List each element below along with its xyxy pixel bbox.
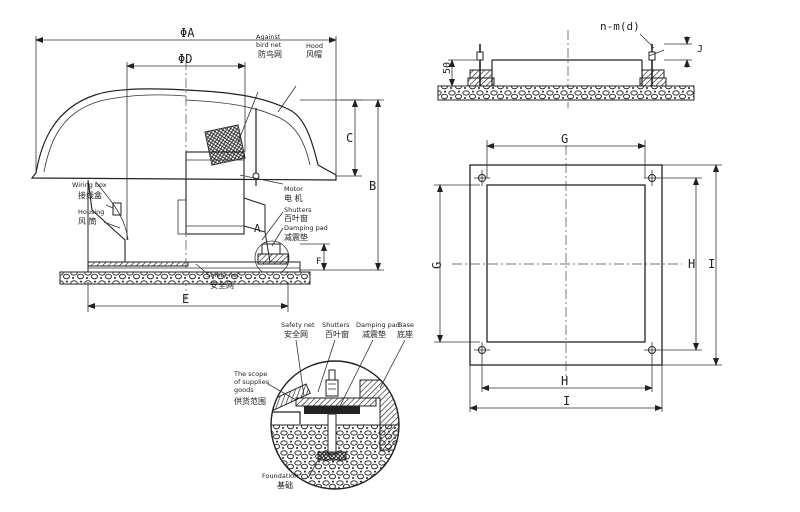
leader-detail-safety [295,339,305,397]
foundation-strip [59,271,311,285]
detail-label-safety-en: Safety net [281,321,315,329]
detail-label-base-cn: 底座 [397,329,413,339]
label-hood-en: Hood [306,42,323,50]
housing-outline [87,179,186,263]
base-plan-view: G G H I H I [430,132,722,412]
label-damping-cn: 减震垫 [284,232,308,242]
dim-nmd: n-m(d) [600,20,640,33]
label-safety-net-cn: 安全网 [210,280,234,290]
dim-phiA: ΦA [180,26,195,40]
bird-net-mesh [204,124,246,166]
detail-label-base-en: Base [398,321,414,329]
detail-anchor-plate [317,451,347,461]
detail-a-circle [270,360,400,490]
label-housing-cn: 风 筒 [78,216,97,226]
label-housing-en: Housing [78,208,104,216]
dim-F: F [316,257,321,267]
leader-detail-scope [267,383,297,401]
left-flange [469,69,493,79]
fan-elevation-view: ΦA ΦD C B F E A [30,26,384,312]
leader-bird-net [237,91,259,143]
label-safety-net-en: Safety net [206,271,240,279]
hood-inner-line [43,94,187,173]
dim-H-bottom: H [561,374,568,388]
leader-shutters [261,211,284,241]
dim-G-side: G [430,262,444,269]
base-flange [257,253,289,265]
detail-a-view: Safety net 安全网 Shutters 百叶窗 Damping pad … [233,321,414,490]
dim-E: E [182,292,189,306]
label-shutters-en: Shutters [284,206,312,214]
detail-label-scope-en-3: goods [234,386,254,394]
detail-anchor-bolt [327,413,337,455]
dim-I-side: I [708,257,715,271]
section-foundation [437,85,695,101]
detail-nut [325,379,339,397]
motor-body [185,151,245,235]
hood-inner-curve [185,99,311,166]
label-hood-cn: 风帽 [306,49,322,59]
leader-motor [239,174,284,185]
label-motor-en: Motor [284,185,303,193]
dim-50: 50 [442,62,453,74]
leader-wiring [105,204,114,209]
detail-label-scope-cn: 供货范围 [234,396,266,406]
detail-label-damping-cn: 减震垫 [362,329,386,339]
wiring-box [112,202,122,216]
right-flange [641,69,665,79]
dim-H-side: H [688,257,695,271]
rod-bolt [252,172,260,180]
leader-damping [271,227,284,247]
leader-nmd [639,33,655,49]
detail-base-plate [295,397,377,407]
leader-detail-base [379,339,406,389]
dim-J: J [697,44,703,55]
leader-detail-foundation [307,459,319,479]
detail-label-shutters-en: Shutters [322,321,350,329]
label-shutters-cn: 百叶窗 [284,213,308,223]
leader-hood [277,85,297,113]
label-wiring-cn: 接线盒 [78,190,102,200]
detail-a-label: A [254,222,261,235]
label-motor-cn: 电 机 [284,193,303,203]
bolt-holes [474,170,660,358]
motor-bracket [243,197,266,233]
detail-label-scope-en-1: The scope [233,370,267,378]
detail-label-damping-en: Damping pad [356,321,400,329]
leader-detail-damping [339,339,374,407]
leader-safety-net [195,263,211,277]
detail-label-foundation-en: Foundation [262,472,298,480]
hood-outline [30,88,337,181]
safety-net-strip [87,261,189,267]
label-bird-net-cn: 防鸟网 [258,49,282,59]
detail-label-scope-en-2: of supplies [234,378,270,386]
dim-G-top: G [561,132,568,146]
motor-shaft [177,199,187,235]
label-damping-en: Damping pad [284,224,328,232]
dim-phiD: ΦD [178,52,192,66]
label-bird-net-en-1: Against [256,33,281,41]
detail-label-safety-cn: 安全网 [284,329,308,339]
damping-pad [261,243,281,255]
leader-detail-shutters [317,339,336,393]
leader-housing [103,221,121,229]
label-bird-net-en-2: bird net [256,41,282,49]
base-section-view: 50 J n-m(d) [437,20,703,108]
detail-damping-pad [304,406,360,414]
label-wiring-en: Wiring box [72,181,107,189]
detail-label-foundation-cn: 基础 [277,480,293,490]
dim-C: C [346,131,353,145]
detail-label-shutters-cn: 百叶窗 [325,329,349,339]
dim-I-bottom: I [563,394,570,408]
dim-B: B [369,179,376,193]
